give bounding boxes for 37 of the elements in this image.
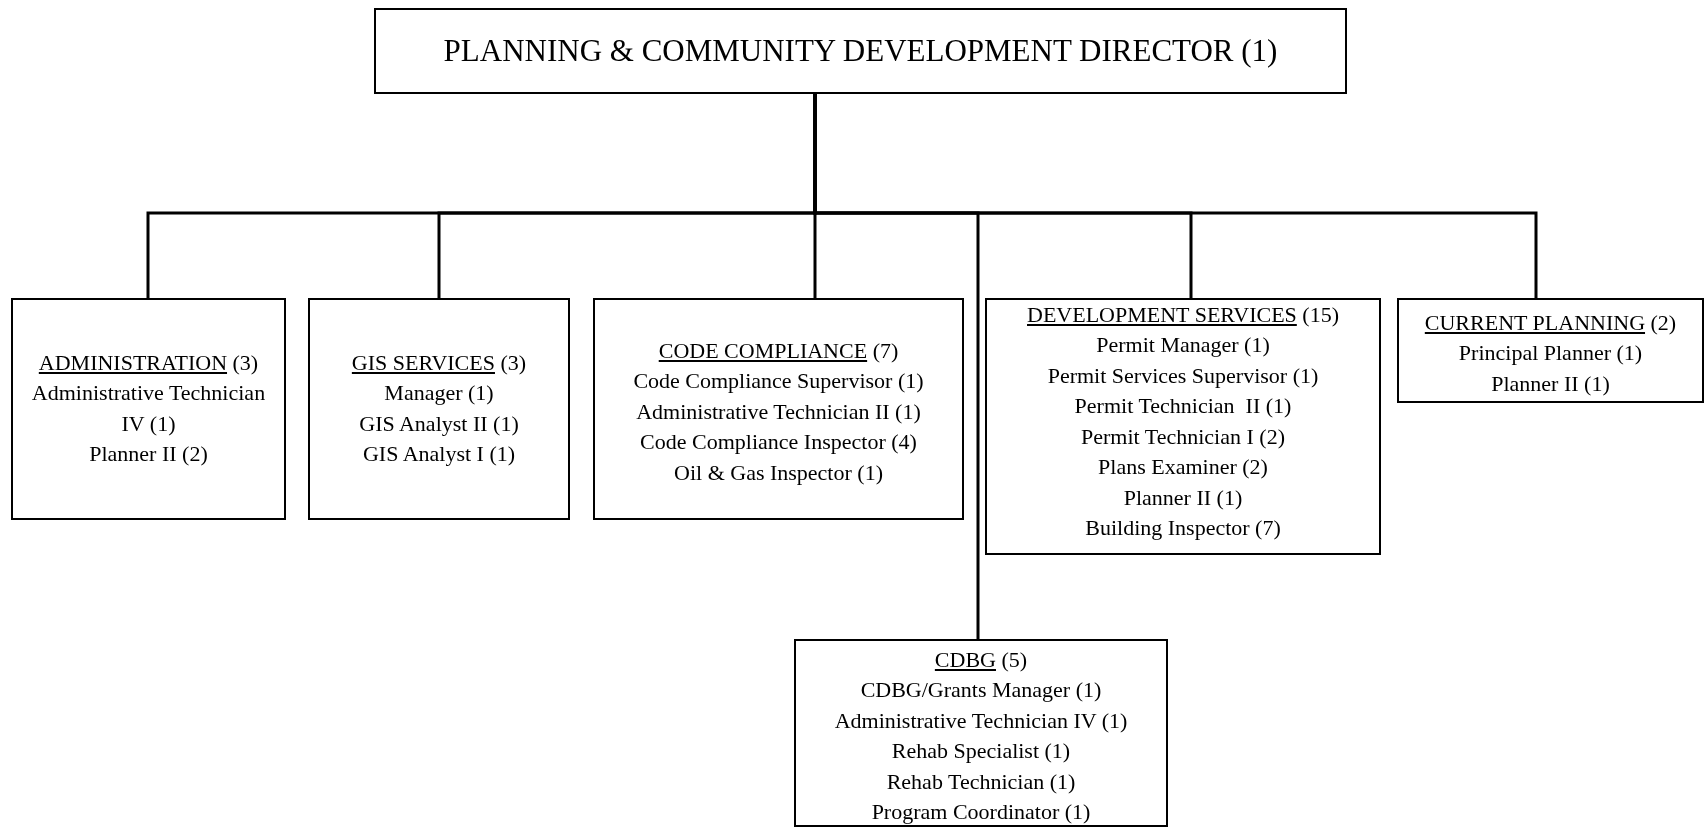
position-text: CDBG/Grants Manager (1) xyxy=(860,676,1102,704)
position-text: Planner II (1) xyxy=(1491,369,1610,398)
department-box xyxy=(11,298,286,520)
department-heading: GIS SERVICES (3) xyxy=(351,349,527,378)
position-text: Planner II (1) xyxy=(1123,483,1243,512)
department-heading: ADMINISTRATION (3) xyxy=(38,349,259,378)
position-text: Permit Manager (1) xyxy=(1096,331,1270,359)
position-text: GIS Analyst I (1) xyxy=(362,440,516,469)
position-text: Planner II (2) xyxy=(89,440,208,469)
position-text: Code Compliance Inspector (4) xyxy=(640,428,917,456)
position-text: Rehab Technician (1) xyxy=(886,767,1076,796)
department-heading: DEVELOPMENT SERVICES (15) xyxy=(1027,301,1339,329)
position-text: Administrative Technician IV (1) xyxy=(30,379,267,438)
position-text: Code Compliance Supervisor (1) xyxy=(633,367,924,395)
department-box xyxy=(593,298,964,520)
position-text: Administrative Technician IV (1) xyxy=(834,706,1128,735)
position-text: Rehab Specialist (1) xyxy=(891,737,1071,765)
department-heading: CDBG (5) xyxy=(934,646,1028,674)
department-heading: CODE COMPLIANCE (7) xyxy=(658,337,899,365)
position-text: Principal Planner (1) xyxy=(1458,339,1643,367)
position-text: Manager (1) xyxy=(384,379,494,408)
position-text: Permit Technician II (1) xyxy=(1074,392,1292,420)
director-box xyxy=(374,8,1347,94)
department-heading: CURRENT PLANNING (2) xyxy=(1424,309,1677,337)
position-text: Oil & Gas Inspector (1) xyxy=(674,458,883,487)
position-text: Plans Examiner (2) xyxy=(1098,453,1268,481)
department-box xyxy=(794,639,1168,827)
position-text: Permit Services Supervisor (1) xyxy=(1047,361,1319,390)
title-text: PLANNING & COMMUNITY DEVELOPMENT DIRECTOR (1) xyxy=(443,36,1278,66)
position-text: Permit Technician I (2) xyxy=(1081,422,1285,451)
position-text: Administrative Technician II (1) xyxy=(636,397,921,426)
department-box xyxy=(985,298,1381,555)
position-text: Building Inspector (7) xyxy=(1085,514,1281,542)
position-text: Program Coordinator (1) xyxy=(871,798,1091,826)
department-box xyxy=(308,298,570,520)
position-text: GIS Analyst II (1) xyxy=(359,409,519,438)
department-box xyxy=(1397,298,1704,403)
